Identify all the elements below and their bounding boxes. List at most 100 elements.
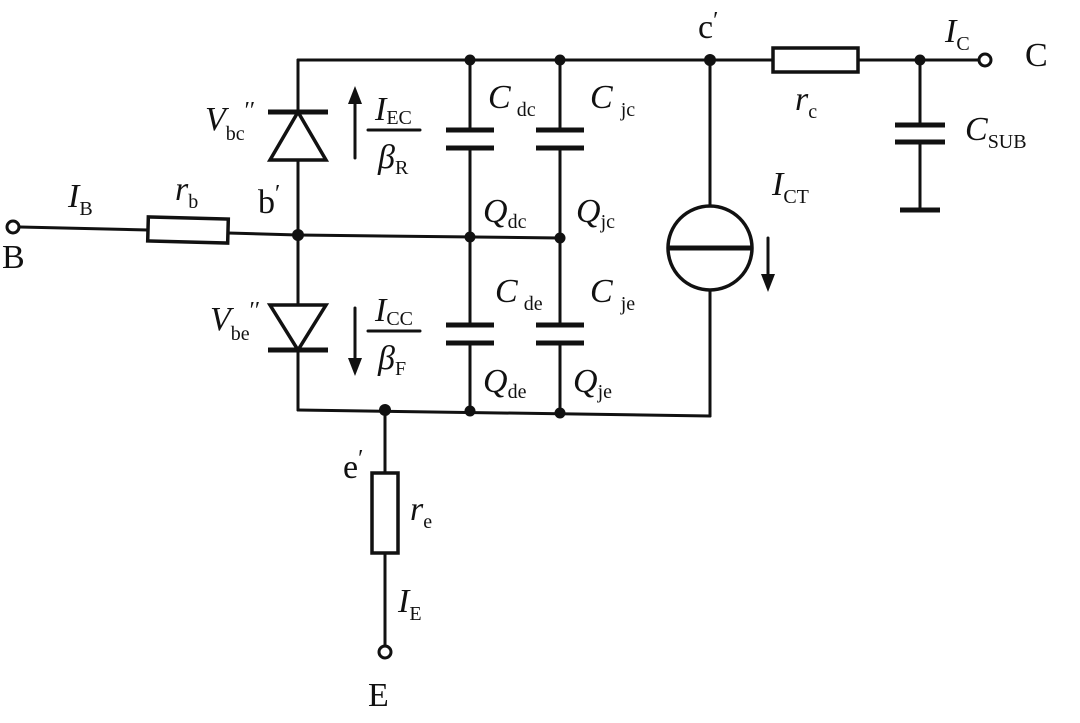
vbe-sub: be (231, 323, 250, 345)
cde-capacitor (446, 322, 494, 346)
base-to-b-prime-wire (226, 231, 300, 237)
qdc-sub: dc (508, 211, 527, 233)
ict-sub: CT (783, 186, 809, 208)
emitter-label: E (368, 677, 389, 714)
ict-label: ICT (771, 166, 809, 208)
vbe-diode (266, 303, 330, 354)
b-prime-label: b′ (258, 181, 280, 221)
re-sym: r (410, 491, 424, 528)
cjc-sym: C (590, 79, 613, 116)
cdc-capacitor (446, 127, 494, 151)
cdc-sub: dc (517, 99, 536, 121)
qjc-label: Qjc (576, 193, 615, 233)
iec-sub: EC (386, 107, 412, 129)
ib-label: IB (67, 178, 93, 220)
junction-dot (914, 54, 926, 66)
b-prime-mark: ′ (275, 181, 280, 207)
csub-capacitor (895, 122, 945, 213)
junction-dot (554, 407, 566, 419)
wires (18, 58, 987, 649)
ict-sym: I (771, 166, 785, 203)
vbc-prime: ′′ (245, 98, 256, 124)
junction-dot (554, 54, 566, 66)
ict-current-source (666, 204, 754, 292)
junction-dot (464, 405, 476, 417)
iec-numerator: IEC (374, 91, 412, 129)
rb-sym: r (175, 171, 189, 208)
iec-sym: I (374, 91, 388, 128)
arrow-up-icon (348, 86, 362, 160)
re-resistor (370, 471, 400, 555)
rb-sub: b (188, 191, 198, 213)
ict-arrow-down-icon (761, 236, 775, 292)
emitter-terminal (377, 644, 393, 660)
beta-f-sub: F (395, 358, 406, 380)
c-prime-label: c′ (698, 8, 718, 46)
bottom-rail-wire (296, 408, 712, 418)
ic-sym: I (944, 13, 958, 50)
collector-terminal (977, 52, 993, 68)
qje-sub: je (597, 381, 613, 403)
qjc-sub: jc (600, 211, 616, 233)
vbe-prime: ′′ (250, 298, 261, 324)
qde-label: Qde (483, 363, 527, 403)
base-label: B (2, 239, 25, 276)
c-prime-mark: ′ (713, 8, 718, 34)
junction-dot (464, 231, 476, 243)
ic-sub: C (956, 33, 969, 55)
vbe-label: Vbe′′ (210, 298, 260, 345)
e-prime-label: e′ (343, 446, 363, 486)
csub-label: CSUB (965, 111, 1027, 153)
icc-sym: I (374, 292, 388, 329)
base-terminal (5, 219, 21, 235)
re-sub: e (423, 511, 432, 533)
cjc-capacitor (536, 127, 584, 151)
ib-sym: I (67, 178, 81, 215)
vbc-sub: bc (226, 123, 245, 145)
e-prime-text: e (343, 449, 358, 486)
junction-dots (292, 54, 926, 419)
junction-dot (554, 232, 566, 244)
rc-sub: c (808, 101, 817, 123)
csub-sym: C (965, 111, 988, 148)
qje-label: Qje (573, 363, 612, 403)
qje-sym: Q (573, 363, 598, 400)
beta-r-sub: R (395, 157, 409, 179)
vbc-label: Vbc′′ (205, 98, 255, 145)
ib-sub: B (79, 198, 92, 220)
beta-r-sym: β (377, 139, 395, 176)
cde-sub: de (524, 293, 543, 315)
qdc-sym: Q (483, 193, 508, 230)
b-prime-node-wire (296, 233, 562, 240)
cdc-sym: C (488, 79, 511, 116)
b-prime-junction-dot (292, 229, 304, 241)
qjc-sym: Q (576, 193, 601, 230)
cje-sym: C (590, 273, 613, 310)
rb-resistor (145, 215, 231, 245)
cde-sym: C (495, 273, 518, 310)
rc-sym: r (795, 81, 809, 118)
c-prime-text: c (698, 9, 713, 46)
vbc-diode (266, 108, 330, 162)
collector-label: C (1025, 37, 1048, 74)
ic-label: IC (944, 13, 970, 55)
junction-dot (464, 54, 476, 66)
icc-numerator: ICC (374, 292, 413, 330)
e-prime-mark: ′ (358, 446, 363, 472)
b-prime-text: b (258, 184, 275, 221)
ie-sub: E (409, 603, 421, 625)
base-lead-wire (18, 225, 150, 232)
cje-sub: je (620, 293, 636, 315)
icc-sub: CC (386, 308, 413, 330)
qdc-label: Qdc (483, 193, 527, 233)
qde-sub: de (508, 381, 527, 403)
csub-sub: SUB (988, 131, 1027, 153)
ie-label: IE (397, 583, 422, 625)
rc-label: rc (795, 81, 817, 123)
rc-resistor (771, 46, 860, 74)
beta-f-denominator: βF (377, 340, 406, 380)
